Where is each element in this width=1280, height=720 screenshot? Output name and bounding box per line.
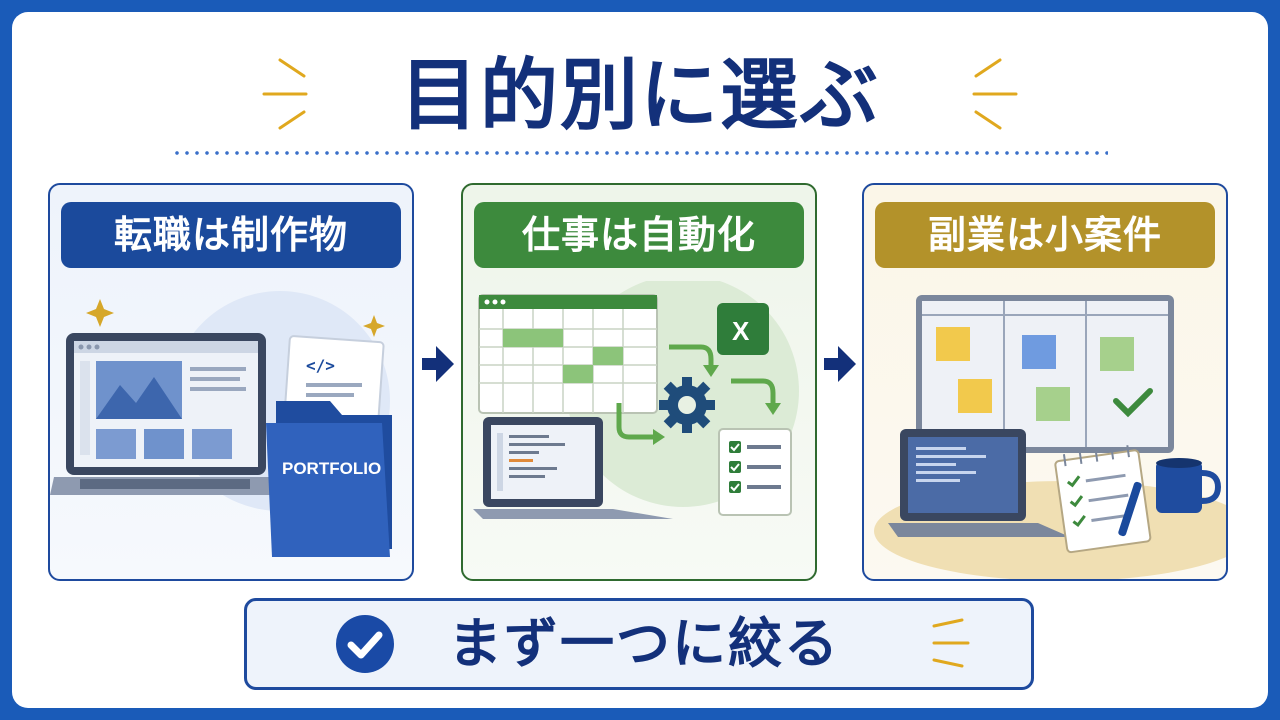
laptop-portfolio-illustration: </> PORTFOLIO [50, 291, 392, 557]
mug-icon [1156, 461, 1202, 513]
side-job-illustration [874, 295, 1226, 579]
page-title: 目的別に選ぶ [399, 51, 880, 141]
sparkle-cta-icon [932, 618, 970, 668]
sparkle-right-icon [972, 58, 1018, 130]
arrow-right-icon [824, 346, 856, 382]
panel-career-change: 転職は制作物 </> PORTFOLIO [48, 183, 414, 581]
check-circle-icon [336, 615, 394, 673]
panel-automation: 仕事は自動化 X [461, 183, 817, 581]
panel-label-automation: 仕事は自動化 [474, 202, 804, 268]
sparkle-icon [363, 315, 385, 337]
portfolio-label: PORTFOLIO [282, 459, 381, 478]
code-label: </> [306, 356, 335, 375]
automation-illustration: X [473, 281, 799, 519]
check-icon [1113, 388, 1153, 418]
dotted-divider [172, 151, 1108, 155]
panel-label-side-job: 副業は小案件 [875, 202, 1215, 268]
gear-icon [659, 377, 715, 433]
cta-label: まず一つに絞る [448, 612, 840, 675]
sparkle-left-icon [262, 58, 308, 130]
panel-label-career: 転職は制作物 [61, 202, 401, 268]
svg-text:X: X [732, 316, 750, 346]
arrow-right-icon [422, 346, 454, 382]
sparkle-icon [86, 299, 114, 327]
pen-icon [1118, 481, 1142, 537]
excel-icon [717, 303, 769, 355]
panel-side-job: 副業は小案件 [862, 183, 1228, 581]
